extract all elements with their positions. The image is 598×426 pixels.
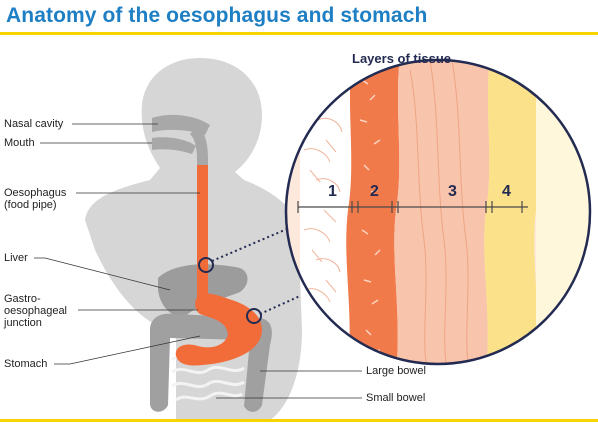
- label-mouth: Mouth: [4, 137, 35, 149]
- layer-number-4: 4: [502, 183, 511, 200]
- tissue-layers-inset: [286, 60, 590, 364]
- inset-circle-border: [284, 58, 592, 366]
- top-rule: [0, 32, 598, 35]
- layer-1-shape: [300, 60, 352, 364]
- layer-4-shape: [484, 60, 540, 364]
- layer-number-2: 2: [370, 183, 379, 200]
- label-small-bowel: Small bowel: [366, 392, 426, 404]
- stomach-highlight-circle: [246, 308, 262, 324]
- mouth-shape: [152, 137, 196, 154]
- label-gej-line3: junction: [4, 317, 42, 329]
- page-title: Anatomy of the oesophagus and stomach: [6, 4, 428, 27]
- layer-3-shape: [394, 60, 490, 364]
- inset-connector-bottom: [259, 295, 301, 315]
- label-nasal-cavity: Nasal cavity: [4, 118, 64, 130]
- label-gej-line1: Gastro-: [4, 293, 41, 305]
- leader-lines: [34, 123, 362, 399]
- label-oesophagus-sub: (food pipe): [4, 199, 57, 211]
- gej-highlight-circle: [198, 257, 214, 273]
- label-liver: Liver: [4, 252, 28, 264]
- layer-number-1: 1: [328, 183, 337, 200]
- layer-number-3: 3: [448, 183, 457, 200]
- label-large-bowel: Large bowel: [366, 365, 426, 377]
- inset-title: Layers of tissue: [352, 51, 451, 66]
- label-stomach: Stomach: [4, 358, 48, 370]
- body-silhouette: [85, 58, 302, 420]
- oesophagus-shape: [197, 165, 208, 300]
- label-gej-line2: oesophageal: [4, 305, 68, 317]
- label-oesophagus: Oesophagus: [4, 187, 67, 199]
- stomach-shape: [175, 293, 262, 366]
- bottom-rule: [0, 419, 598, 422]
- layer-2-shape: [346, 60, 400, 364]
